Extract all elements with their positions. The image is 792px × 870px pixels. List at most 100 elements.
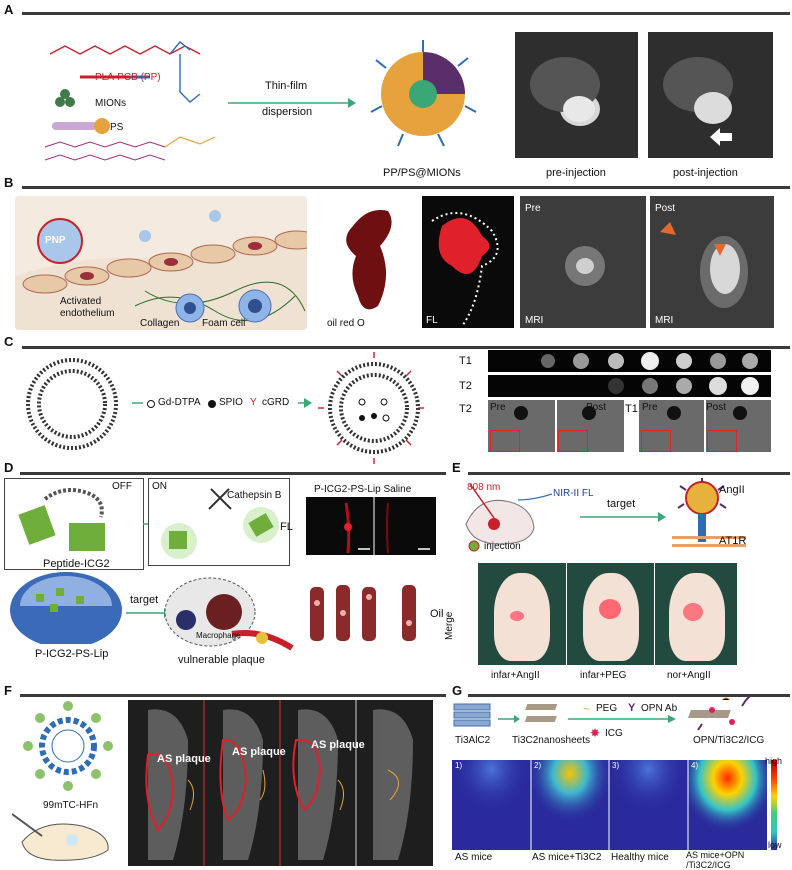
t1-row-label: T1 <box>459 355 472 367</box>
ct-image-strip <box>128 700 433 866</box>
plaque-formation-diagram <box>15 196 307 330</box>
tile-number-4: 4) <box>691 761 698 770</box>
oil-stained-aortas <box>306 583 436 643</box>
arrow-label-thin-film: Thin-film <box>265 80 307 92</box>
opn-ab-icon: Y <box>628 702 635 714</box>
panel-letter-e: E <box>452 460 461 475</box>
panel-letter-c: C <box>4 334 13 349</box>
peg-icon: ~ <box>583 702 590 716</box>
mri-post-b <box>650 196 774 328</box>
cgrd-icon: Y <box>250 397 257 408</box>
panel-d-divider <box>20 472 446 475</box>
fl-label-d: FL <box>280 521 293 533</box>
target-label-e: target <box>607 498 635 510</box>
lip-label: P-ICG2-PS-Lip <box>35 648 108 660</box>
tile-label-1: AS mice <box>455 852 492 863</box>
vulnerable-plaque-diagram <box>162 574 297 654</box>
post-injection-label: post-injection <box>673 167 738 179</box>
g-arrow-1 <box>498 714 520 724</box>
macrophage-label: Macrophage <box>196 631 240 640</box>
pnp-label: PNP <box>45 235 66 246</box>
polymer-structure-diagram <box>40 32 240 172</box>
panel-letter-a: A <box>4 2 13 17</box>
laser-label: 808 nm <box>467 482 500 493</box>
cathepsin-label: Cathepsin B <box>227 490 281 501</box>
mouse-injection-f <box>12 812 116 864</box>
opn-label: OPN Ab <box>641 703 677 714</box>
heatmap-strip <box>452 760 767 850</box>
tile-label-2: AS mice+Ti3C2 <box>532 852 601 863</box>
as-plaque-label-2: AS plaque <box>232 746 286 758</box>
mri-pre-injection <box>515 32 638 158</box>
endothelium-label-2: endothelium <box>60 308 114 319</box>
nanoparticle-illustration <box>368 36 478 156</box>
ps-label: PS <box>110 122 123 133</box>
mouse-label-1: infar+AngII <box>491 670 540 681</box>
mri-post-injection <box>648 32 773 158</box>
panel-letter-d: D <box>4 460 13 475</box>
panel-f-divider <box>20 694 446 697</box>
particle-label: PP/PS@MIONs <box>383 167 461 179</box>
oil-red-o-photo <box>318 196 413 324</box>
as-plaque-label-3: AS plaque <box>311 739 365 751</box>
t1-post-sub: Post <box>706 402 726 413</box>
target-label-d: target <box>130 594 158 606</box>
hfn-probe-diagram <box>20 698 116 794</box>
nir-pointer <box>518 490 552 504</box>
t1-pre-sub: Pre <box>642 402 658 413</box>
endothelium-label-1: Activated <box>60 296 101 307</box>
pre-label-b: Pre <box>525 203 541 214</box>
mouse-photo-2 <box>567 563 654 665</box>
product-label: OPN/Ti3C2/ICG <box>693 735 764 746</box>
mri-label-b-post: MRI <box>655 315 673 326</box>
t2-row-label: T2 <box>459 380 472 392</box>
heat-scale-bar <box>771 760 777 850</box>
bulk-material-icon <box>452 702 492 730</box>
plaque-label: vulnerable plaque <box>178 654 265 666</box>
legend-spio: SPIO <box>219 397 243 408</box>
fl-image-b <box>422 196 514 328</box>
t1-pre-label: T1 <box>625 403 638 415</box>
fl-image-d <box>306 497 436 555</box>
mouse-photo-1 <box>478 563 566 665</box>
step1-label: Ti3AlC2 <box>455 735 490 746</box>
on-label: ON <box>152 481 167 492</box>
tile-number-3: 3) <box>612 761 619 770</box>
collagen-label: Collagen <box>140 318 179 329</box>
liposome-loaded <box>318 352 430 464</box>
mri-pre-b <box>520 196 646 328</box>
liposome-empty <box>20 352 125 457</box>
nir-label: NIR-II FL <box>553 488 594 499</box>
panel-c-divider <box>22 346 790 349</box>
off-label: OFF <box>112 481 132 492</box>
injection-label: injection <box>484 541 521 552</box>
mouse-photo-3 <box>655 563 737 665</box>
tile-label-3: Healthy mice <box>611 852 669 863</box>
panel-e-divider <box>468 472 790 475</box>
angii-label: AngII <box>719 484 745 496</box>
icg-icon: ✸ <box>590 726 600 740</box>
panel-a-divider <box>22 12 790 15</box>
post-label-b: Post <box>655 203 675 214</box>
tile-number-1: 1) <box>455 761 462 770</box>
probe-label: 99mTC-HFn <box>43 800 98 811</box>
spio-icon <box>207 399 217 409</box>
as-plaque-label-1: AS plaque <box>157 753 211 765</box>
mions-label: MIONs <box>95 98 126 109</box>
t2-pre-sub: Pre <box>490 402 506 413</box>
scale-high-label: high <box>765 756 782 766</box>
t2-pre-label: T2 <box>459 403 472 415</box>
at1r-label: AT1R <box>719 535 746 547</box>
peptide-label: Peptide-ICG2 <box>43 558 110 570</box>
mouse-label-2: infar+PEG <box>580 670 626 681</box>
target-arrow-e <box>580 511 666 523</box>
foam-cell-label: Foam cell <box>202 318 245 329</box>
scale-low-label: low <box>768 840 782 850</box>
oil-red-o-label: oil red O <box>327 318 365 329</box>
tile-label-4: AS mice+OPN /Ti3C2/ICG <box>686 850 766 870</box>
arrow-label-dispersion: dispersion <box>262 106 312 118</box>
t1-phantom-row <box>488 350 771 372</box>
nanosheet-icon <box>522 702 566 730</box>
t2-phantom-row <box>488 375 771 397</box>
oil-label-d: Oil <box>430 608 443 620</box>
